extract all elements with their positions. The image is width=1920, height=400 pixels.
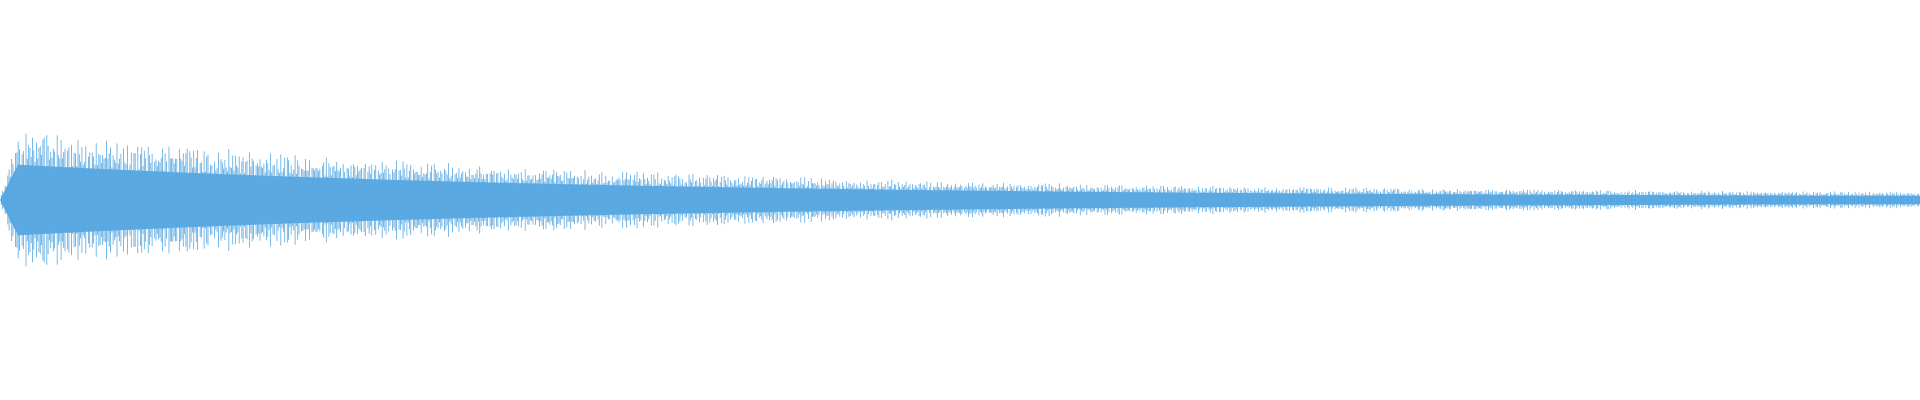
waveform-trace bbox=[0, 133, 1920, 267]
waveform-body bbox=[0, 164, 1920, 236]
waveform-oscillation bbox=[0, 133, 1920, 267]
